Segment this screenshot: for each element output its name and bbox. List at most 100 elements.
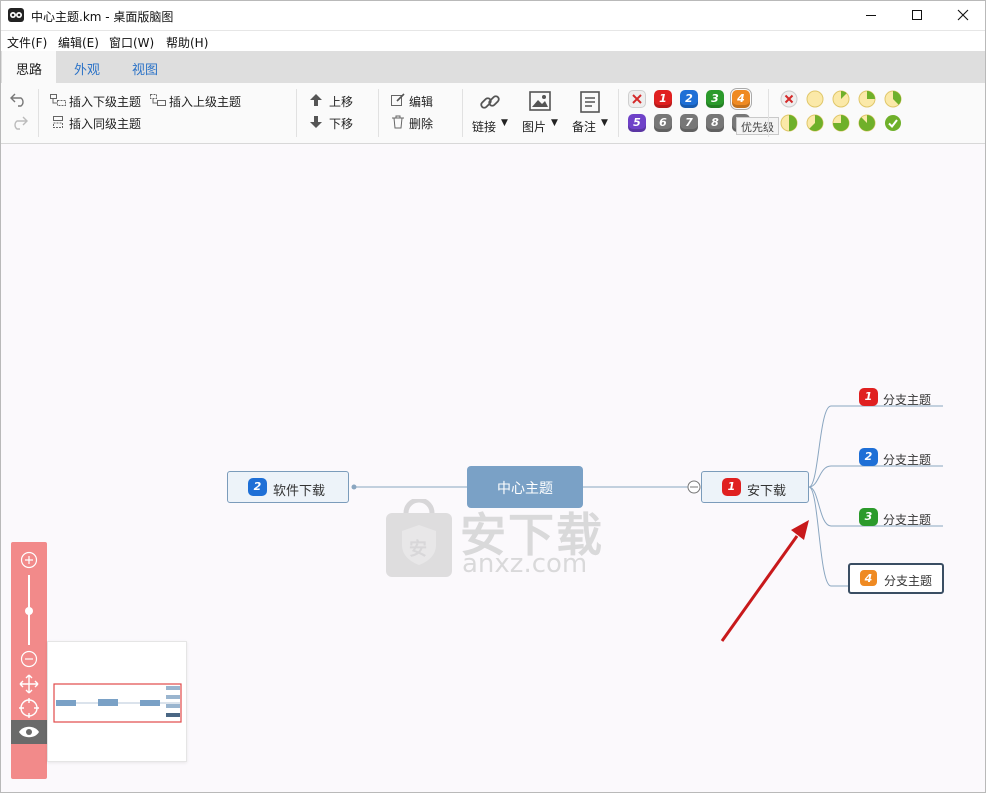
note-button[interactable]: 备注 ▼ <box>570 89 612 137</box>
branch-label: 分支主题 <box>883 513 932 527</box>
redo-icon[interactable] <box>10 114 28 130</box>
priority-badge: 1 <box>859 388 878 406</box>
progress-5-icon[interactable] <box>806 114 824 132</box>
pencil-icon <box>391 93 405 106</box>
zoom-panel <box>11 542 47 779</box>
mindmap-canvas[interactable]: 安 安下载 anxz.com 2 软件下载 中心主题 1 安下载 1 分支主题 … <box>1 144 985 792</box>
priority-1-button[interactable]: 1 <box>654 90 672 108</box>
priority-badge: 2 <box>859 448 878 466</box>
zoom-out-icon[interactable] <box>20 650 38 668</box>
priority-8-button[interactable]: 8 <box>706 114 724 132</box>
eye-icon <box>19 726 39 738</box>
undo-icon[interactable] <box>10 91 28 107</box>
branch-label: 分支主题 <box>883 393 932 407</box>
image-label: 图片 <box>522 120 547 134</box>
zoom-in-icon[interactable] <box>20 551 38 569</box>
branch-topic[interactable]: 1 分支主题 <box>857 388 949 410</box>
priority-7-button[interactable]: 7 <box>680 114 698 132</box>
branch-label: 分支主题 <box>884 574 933 588</box>
branch-label: 分支主题 <box>883 453 932 467</box>
navigator-minimap[interactable] <box>47 641 187 762</box>
priority-6-button[interactable]: 6 <box>654 114 672 132</box>
locate-icon[interactable] <box>19 698 39 718</box>
progress-3-icon[interactable] <box>884 90 902 108</box>
dropdown-arrow-icon: ▼ <box>501 118 508 128</box>
progress-done-icon[interactable] <box>884 114 902 132</box>
watermark: 安 安下载 anxz.com <box>384 499 604 584</box>
priority-4-button[interactable]: 4 <box>730 88 752 110</box>
minimize-button[interactable] <box>848 0 894 30</box>
close-button[interactable] <box>940 0 986 30</box>
image-icon <box>529 91 551 111</box>
insert-child-icon <box>50 94 66 106</box>
title-bar: 中心主题.km - 桌面版脑图 <box>0 0 986 31</box>
progress-4-icon[interactable] <box>780 114 798 132</box>
link-button[interactable]: 链接 ▼ <box>470 89 512 137</box>
topic-label: 安下载 <box>747 484 787 499</box>
branch-topic-selected[interactable]: 4 分支主题 <box>848 563 944 594</box>
menu-edit[interactable]: 编辑(E) <box>58 36 99 50</box>
toolbar-separator <box>296 89 297 137</box>
image-button[interactable]: 图片 ▼ <box>520 89 562 137</box>
watermark-logo-char: 安 <box>409 539 427 560</box>
tab-bar: 思路 外观 视图 <box>0 51 986 83</box>
trash-icon <box>392 115 404 129</box>
navigator-toggle[interactable] <box>11 720 47 744</box>
watermark-cn: 安下载 <box>460 508 604 562</box>
connector-lines <box>351 405 943 587</box>
progress-7-icon[interactable] <box>858 114 876 132</box>
branch-topic[interactable]: 3 分支主题 <box>857 508 949 530</box>
close-icon <box>957 9 969 21</box>
note-icon <box>580 91 600 113</box>
priority-3-button[interactable]: 3 <box>706 90 724 108</box>
toolbar-separator <box>462 89 463 137</box>
toolbar-separator <box>378 89 379 137</box>
topic-node-software-download[interactable]: 2 软件下载 <box>227 471 349 503</box>
tab-appearance[interactable]: 外观 <box>74 63 101 78</box>
insert-parent-icon <box>150 94 166 106</box>
minimap-preview <box>53 683 182 723</box>
topic-label: 软件下载 <box>273 484 326 499</box>
insert-sibling-label: 插入同级主题 <box>69 117 142 131</box>
maximize-button[interactable] <box>894 0 940 30</box>
toolbar: 插入下级主题 插入上级主题 插入同级主题 上移 下移 编辑 删除 <box>0 83 986 144</box>
priority-badge: 4 <box>859 569 878 587</box>
menu-bar: 文件(F) 编辑(E) 窗口(W) 帮助(H) <box>0 31 986 51</box>
menu-window[interactable]: 窗口(W) <box>109 36 155 50</box>
central-topic[interactable]: 中心主题 <box>467 466 583 508</box>
central-topic-label: 中心主题 <box>497 481 553 497</box>
priority-2-button[interactable]: 2 <box>680 90 698 108</box>
priority-badge: 1 <box>722 478 741 496</box>
progress-clear-icon[interactable] <box>780 90 798 108</box>
topic-node-anxz[interactable]: 1 安下载 <box>701 471 809 503</box>
arrow-down-icon <box>310 116 322 128</box>
remove-priority-icon <box>632 94 642 104</box>
note-label: 备注 <box>572 120 597 134</box>
progress-6-icon[interactable] <box>832 114 850 132</box>
insert-sibling-icon <box>53 116 63 128</box>
maximize-icon <box>912 10 922 20</box>
tab-view[interactable]: 视图 <box>132 63 159 78</box>
move-icon[interactable] <box>19 674 39 694</box>
shield-bag-icon <box>386 499 452 577</box>
zoom-slider-handle[interactable] <box>25 607 33 615</box>
progress-1-icon[interactable] <box>832 90 850 108</box>
delete-label: 删除 <box>409 117 434 131</box>
link-label: 链接 <box>472 120 497 134</box>
priority-5-button[interactable]: 5 <box>628 114 646 132</box>
menu-file[interactable]: 文件(F) <box>7 36 48 50</box>
progress-grid <box>780 90 905 138</box>
tab-thinking[interactable]: 思路 <box>2 51 57 83</box>
insert-child-label: 插入下级主题 <box>69 95 142 109</box>
progress-2-icon[interactable] <box>858 90 876 108</box>
toolbar-separator <box>768 89 769 137</box>
dropdown-arrow-icon: ▼ <box>551 118 558 128</box>
dropdown-arrow-icon: ▼ <box>601 118 608 128</box>
priority-clear-button[interactable] <box>628 90 646 108</box>
move-down-label: 下移 <box>329 117 354 131</box>
menu-help[interactable]: 帮助(H) <box>166 36 209 50</box>
progress-0-icon[interactable] <box>806 90 824 108</box>
branch-topic[interactable]: 2 分支主题 <box>857 448 949 470</box>
arrow-up-icon <box>310 94 322 106</box>
priority-badge: 2 <box>248 478 267 496</box>
